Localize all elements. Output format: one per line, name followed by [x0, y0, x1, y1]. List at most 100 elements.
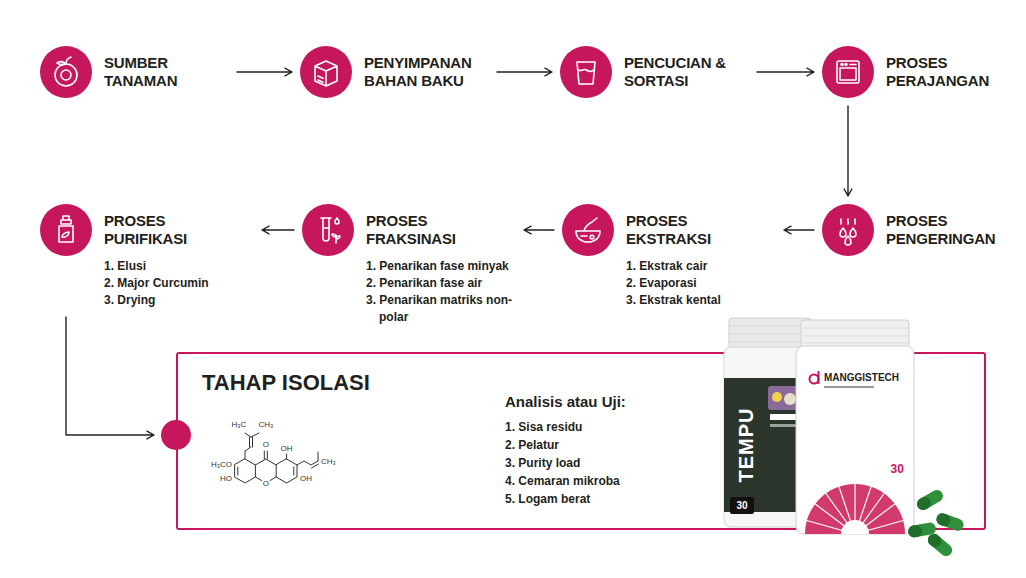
flow-arrow	[237, 68, 292, 76]
text-column: PROSES FRAKSINASI 1. Penarikan fase minya…	[366, 204, 516, 326]
process-step: PROSES PERAJANGAN	[822, 46, 1011, 98]
process-step: PROSES PURIFIKASI1. Elusi2. Major Curcum…	[40, 204, 254, 309]
step-title: PROSES FRAKSINASI	[366, 212, 491, 248]
step-title: PENCUCIAN & SORTASI	[624, 54, 749, 90]
atom-label: CH₃	[321, 457, 336, 466]
flow-arrow	[524, 226, 554, 234]
text-column: PENCUCIAN & SORTASI	[624, 46, 749, 90]
step-title: PENYIMPANAN BAHAN BAKU	[364, 54, 489, 90]
carbonyl-bond	[267, 451, 268, 459]
step-icon	[40, 46, 92, 98]
analysis-heading: Analisis atau Uji:	[505, 392, 626, 412]
step-list: 1. Elusi2. Major Curcumin3. Drying	[104, 258, 254, 309]
icon-glyph	[302, 204, 354, 256]
step-item: 2. Evaporasi	[626, 275, 776, 292]
step-title: SUMBER TANAMAN	[104, 54, 229, 90]
step-item: 1. Ekstrak cair	[626, 258, 776, 275]
step-item: 1. Penarikan fase minyak	[366, 258, 516, 275]
analysis-block: Analisis atau Uji: 1. Sisa residu2. Pelat…	[505, 392, 626, 508]
text-column: PROSES PURIFIKASI1. Elusi2. Major Curcum…	[104, 204, 254, 309]
icon-glyph	[560, 46, 612, 98]
step-item: 2. Penarikan fase air	[366, 275, 516, 292]
step-list: 1. Penarikan fase minyak2. Penarikan fas…	[366, 258, 516, 326]
analysis-item: 3. Purity load	[505, 454, 626, 472]
icon-glyph	[822, 46, 874, 98]
label-photo	[772, 392, 782, 402]
text-column: SUMBER TANAMAN	[104, 46, 229, 90]
label-photo	[784, 393, 796, 405]
step-item: 1. Elusi	[104, 258, 254, 275]
ring-bond	[255, 477, 261, 481]
text-column: PROSES EKSTRAKSI 1. Ekstrak cair2. Evapor…	[626, 204, 776, 309]
box-title: TAHAP ISOLASI	[202, 370, 370, 396]
manggistech-bottle	[796, 320, 914, 578]
step-title: PROSES EKSTRAKSI	[626, 212, 751, 248]
text-column: PROSES PERAJANGAN	[886, 46, 1011, 90]
step-icon	[302, 204, 354, 256]
flow-arrow	[66, 317, 154, 439]
step-title: PROSES PENGERINGAN	[886, 212, 1011, 248]
flow-arrow	[757, 68, 814, 76]
ring-bond	[276, 459, 297, 483]
flow-arrow	[784, 226, 814, 234]
step-item: 2. Major Curcumin	[104, 275, 254, 292]
step-icon	[562, 204, 614, 256]
count-badge: 30	[891, 462, 904, 476]
step-item: 3. Drying	[104, 292, 254, 309]
step-item: 3. Ekstrak kental	[626, 292, 776, 309]
prenyl-bond	[245, 447, 251, 459]
process-step: PROSES EKSTRAKSI 1. Ekstrak cair2. Evapor…	[562, 204, 776, 309]
hydroxyl-bond	[286, 454, 287, 459]
atom-label: CH₃	[259, 420, 274, 429]
process-step: PENCUCIAN & SORTASI	[560, 46, 749, 98]
analysis-item: 4. Cemaran mikroba	[505, 472, 626, 490]
flow-arrow	[262, 226, 294, 234]
ring-bond	[270, 477, 276, 481]
step-icon	[560, 46, 612, 98]
prenyl-bond	[245, 433, 251, 437]
analysis-item: 1. Sisa residu	[505, 418, 626, 436]
flow-arrow	[497, 68, 552, 76]
sunburst	[805, 484, 905, 534]
carbonyl-bond	[264, 451, 265, 459]
icon-glyph	[40, 46, 92, 98]
step-title: PROSES PERAJANGAN	[886, 54, 1011, 90]
analysis-item: 2. Pelatur	[505, 436, 626, 454]
text-column: PENYIMPANAN BAHAN BAKU	[364, 46, 489, 90]
prenyl-bond	[252, 437, 253, 447]
label-band	[824, 386, 874, 388]
bottle-cap	[729, 318, 811, 348]
step-item: 3. Penarikan matriks non-polar	[366, 292, 516, 326]
cap-ridges	[729, 326, 811, 342]
process-step: PROSES PENGERINGAN	[822, 204, 1011, 256]
process-step: PROSES FRAKSINASI 1. Penarikan fase minya…	[302, 204, 516, 326]
icon-glyph	[300, 46, 352, 98]
brand-logo	[818, 371, 820, 384]
step-icon	[300, 46, 352, 98]
molecule-bonds	[235, 433, 319, 483]
icon-glyph	[562, 204, 614, 256]
prenyl-bond	[297, 461, 318, 465]
atom-label: HO	[220, 474, 232, 483]
prenyl-bond	[251, 433, 259, 437]
cap-ridges	[801, 328, 909, 343]
atom-label: O	[263, 440, 269, 449]
icon-glyph	[822, 204, 874, 256]
atom-label: OH	[300, 474, 312, 483]
prenyl-bond	[312, 464, 319, 468]
text-column: PROSES PENGERINGAN	[886, 204, 1011, 248]
step-icon	[822, 204, 874, 256]
capsules	[907, 488, 965, 559]
ring-bond	[235, 459, 256, 483]
step-icon	[40, 204, 92, 256]
ring-bond	[293, 467, 294, 475]
ring-bond	[255, 459, 276, 465]
brand-logo	[810, 375, 819, 384]
step-icon	[822, 46, 874, 98]
brand-name: TEMPU	[734, 408, 756, 483]
count-badge-bg	[730, 497, 754, 514]
flow-arrow	[844, 106, 852, 196]
bottle-body	[796, 346, 914, 534]
